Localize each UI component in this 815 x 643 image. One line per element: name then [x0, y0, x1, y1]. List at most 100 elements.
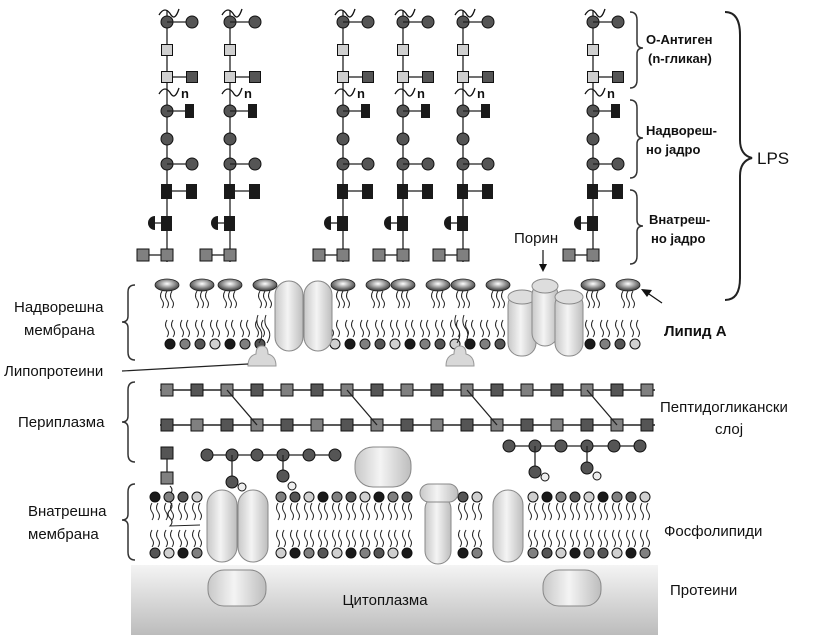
amino-acid	[592, 471, 602, 481]
sugar-square	[224, 71, 236, 83]
repeat-marker	[221, 87, 243, 97]
phospholipid-tail	[402, 502, 412, 521]
lipid-a-tail	[170, 290, 174, 309]
phospholipid-head	[374, 338, 386, 350]
lipid-a-tail	[461, 290, 465, 309]
phospholipid-head	[177, 547, 189, 559]
transmembrane-protein-cap	[419, 483, 459, 503]
lipid-a-head	[217, 278, 243, 292]
phospholipid-head	[331, 491, 343, 503]
phospholipid-head	[583, 491, 595, 503]
kdo-block	[362, 184, 373, 199]
kdo-block	[397, 216, 408, 231]
repeat-marker	[584, 8, 606, 18]
kdo-block	[337, 184, 348, 199]
phospholipid-head	[345, 491, 357, 503]
glycan-unit	[640, 418, 654, 432]
porin-label: Порин	[514, 230, 558, 247]
lipid-a-tail	[223, 290, 227, 309]
phospholipid-tail	[388, 502, 398, 521]
phospholipid-head	[404, 338, 416, 350]
kdo-block	[587, 216, 598, 231]
sugar-square	[249, 71, 261, 83]
phospholipid-head	[191, 491, 203, 503]
glycan-unit	[520, 383, 534, 397]
phospholipid-tail	[528, 529, 538, 548]
phospholipid-tail	[458, 529, 468, 548]
sugar-square	[337, 71, 349, 83]
amino-acid	[276, 469, 290, 483]
inner-core-bracket	[629, 189, 644, 265]
phospholipid-tail	[318, 529, 328, 548]
lipid-a-tail	[396, 290, 400, 309]
phospholipid-tail	[178, 502, 188, 521]
phospholipid-head	[359, 547, 371, 559]
cytoplasmic-protein	[542, 569, 602, 607]
membrane-proteins	[206, 446, 602, 607]
repeat-marker	[334, 8, 356, 18]
lipid-a-tail	[195, 290, 199, 309]
phospholipid-tail	[435, 319, 445, 338]
phospholipid-tail	[304, 529, 314, 548]
kdo-block	[186, 184, 197, 199]
glycan-unit	[250, 383, 264, 397]
lipid-a-head	[615, 278, 641, 292]
lps-molecule: n	[562, 8, 625, 262]
phospholipid-tail	[240, 319, 250, 338]
heptose-square	[432, 248, 446, 262]
phospholipid-head	[163, 491, 175, 503]
phospholipid-tail	[626, 529, 636, 548]
outer-core-bracket	[629, 99, 644, 179]
lps-molecule: n	[136, 8, 199, 262]
phospholipid-head	[555, 491, 567, 503]
phospholipid-tail	[164, 502, 174, 521]
sugar-square	[397, 44, 409, 56]
outer-core-label-line2: но јадро	[646, 142, 700, 157]
repeat-marker	[454, 87, 476, 97]
sugar-circle	[586, 132, 600, 146]
phospholipid-head	[625, 547, 637, 559]
amino-acid	[607, 439, 621, 453]
repeat-n-label: n	[477, 86, 485, 101]
sugar-circle	[396, 132, 410, 146]
phospholipid-head	[164, 338, 176, 350]
inner-membrane-label-line2: мембрана	[28, 526, 99, 543]
sugar-square	[612, 71, 624, 83]
lipid-a-head	[485, 278, 511, 292]
kdo-block	[161, 216, 172, 231]
phospholipid-head	[625, 491, 637, 503]
lipid-a-tail	[376, 290, 380, 309]
phospholipid-head	[639, 491, 651, 503]
sugar-dark-block	[248, 104, 257, 118]
cytoplasmic-protein	[207, 569, 267, 607]
phospholipid-head	[611, 547, 623, 559]
phospholipid-head	[471, 547, 483, 559]
phosphate-half	[444, 216, 451, 230]
phospholipid-head	[331, 547, 343, 559]
glycan-unit	[190, 418, 204, 432]
sugar-circle	[248, 157, 262, 171]
phospholipid-tail	[542, 529, 552, 548]
cytoplasm-label: Цитоплазма	[342, 592, 428, 609]
amino-acid	[528, 465, 542, 479]
heptose-square	[160, 248, 174, 262]
phospholipid-head	[289, 547, 301, 559]
glycan-unit	[280, 418, 294, 432]
glycan-unit	[550, 418, 564, 432]
repeat-marker	[158, 87, 180, 97]
lipid-a-head	[154, 278, 180, 292]
amino-acid	[302, 448, 316, 462]
peptide-crosslink	[466, 389, 498, 426]
sugar-circle	[611, 15, 625, 29]
phospholipid-head	[555, 547, 567, 559]
lipid-a-tail	[341, 290, 345, 309]
phospholipid-tail	[528, 502, 538, 521]
sugar-dark-block	[481, 104, 490, 118]
heptose-square	[199, 248, 213, 262]
sugar-circle	[611, 157, 625, 171]
phospholipid-tail	[584, 529, 594, 548]
amino-acid	[225, 475, 239, 489]
sugar-square	[161, 44, 173, 56]
kdo-block	[397, 184, 408, 199]
